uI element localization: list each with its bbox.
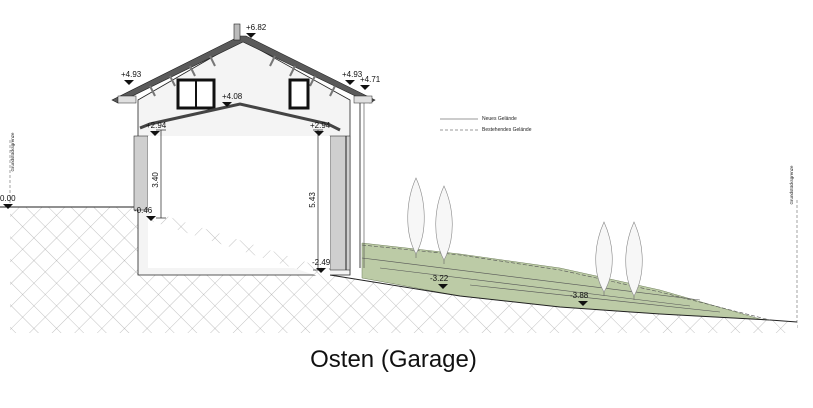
garage-post-left: [133, 135, 149, 211]
tree: [407, 177, 425, 255]
level-right-base: -2.49: [312, 258, 331, 267]
level-marker: +2.94: [146, 121, 167, 136]
level-marker: -2.49: [312, 258, 331, 273]
level-eave-right-outer: +4.71: [360, 75, 381, 84]
dimension-left: [156, 129, 166, 219]
house: [111, 23, 376, 280]
ground-hatch: [10, 207, 797, 333]
level-eave-right: +4.93: [342, 70, 363, 79]
garage-post-right: [329, 135, 351, 271]
level-terrain-far: -3.88: [570, 291, 589, 300]
legend-existing-label: Bestehendes Gelände: [482, 127, 532, 133]
dimension-left-value: 3.40: [151, 172, 160, 188]
terrain-line: [379, 267, 691, 307]
level-marker: +4.71: [360, 75, 381, 90]
gutter-left: [117, 95, 137, 104]
chimney: [233, 23, 241, 41]
level-marker: -0.46: [134, 206, 156, 221]
boundary-label-right: Grundstücksgrenze: [789, 165, 794, 205]
window-attic-right: [288, 78, 310, 110]
dimension-right-value: 5.43: [308, 192, 317, 208]
tree-group: [407, 177, 643, 300]
terrain-line: [361, 257, 701, 301]
legend: Neues Gelände Bestehendes Gelände: [440, 116, 532, 133]
legend-new-label: Neues Gelände: [482, 116, 517, 122]
level-marker: +4.08: [222, 92, 243, 107]
level-marker: +4.93: [121, 70, 142, 85]
roof: [111, 35, 376, 104]
level-marker: -3.22: [430, 274, 449, 289]
level-zero: 0.00: [0, 194, 16, 203]
level-upper-floor: +4.08: [222, 92, 243, 101]
level-marker: -3.88: [570, 291, 589, 306]
existing-terrain-line: [361, 244, 771, 321]
level-left-top: +2.94: [146, 121, 167, 130]
level-left-base: -0.46: [134, 206, 153, 215]
gutter-right: [353, 95, 373, 104]
tree: [435, 185, 453, 261]
level-eave-left: +4.93: [121, 70, 142, 79]
level-marker: +4.93: [342, 70, 363, 85]
level-marker: 0.00: [0, 194, 16, 209]
drawing-caption: Osten (Garage): [310, 346, 477, 373]
level-ridge: +6.82: [246, 23, 267, 32]
terrain-line: [469, 284, 721, 313]
level-right-top: +2.94: [310, 121, 331, 130]
boundary-label-left: Grundstücksgrenze: [10, 132, 15, 172]
level-marker: +6.82: [246, 23, 267, 38]
level-terrain-mid: -3.22: [430, 274, 449, 283]
level-marker: +2.94: [310, 121, 331, 136]
garage-frame: [139, 102, 341, 132]
